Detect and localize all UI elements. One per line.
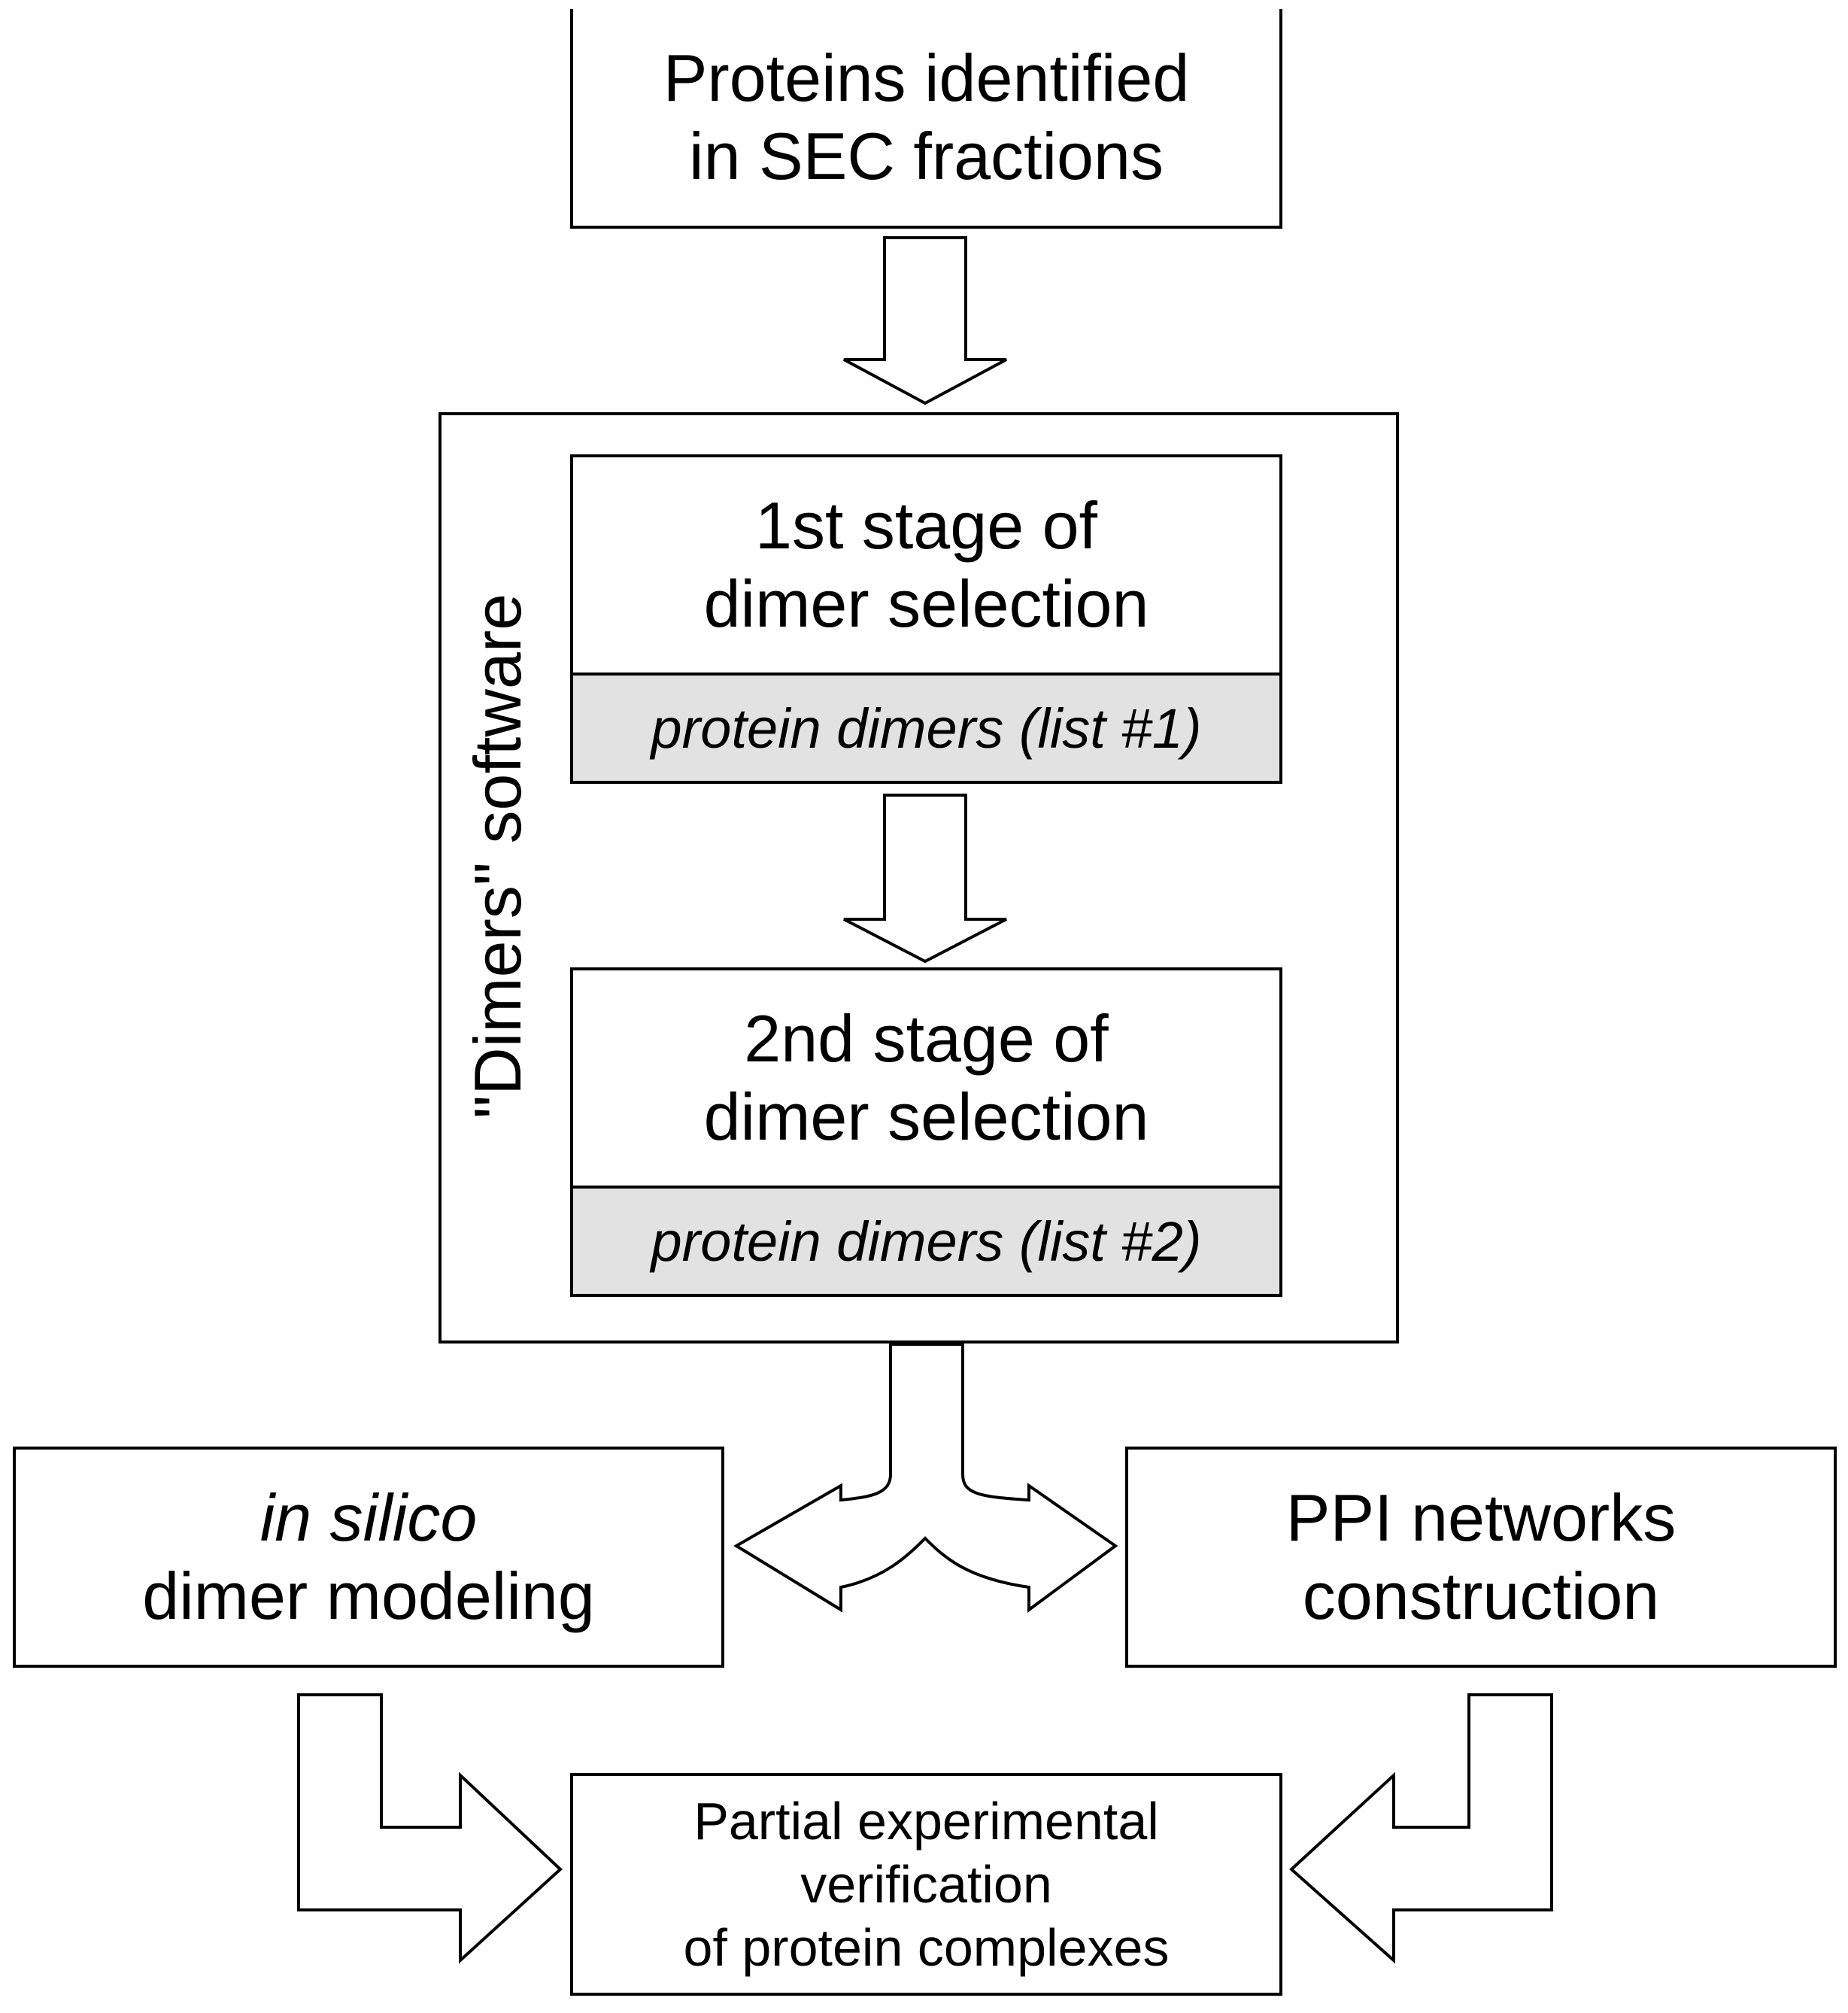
stage2-line-2: dimer selection [703,1079,1149,1154]
verify-line-2: verification [800,1855,1052,1914]
dimers-software-label: "Dimers" software [460,593,535,1119]
stage1-line-2: dimer selection [703,566,1149,641]
ppi-box: PPI networks construction [1125,1447,1837,1668]
ppi-line-1: PPI networks [1285,1480,1677,1555]
ppi-line-2: construction [1302,1559,1660,1633]
stage1-line-1: 1st stage of [755,488,1097,563]
modeling-line-2: dimer modeling [142,1559,595,1633]
sec-line-1: Proteins identified [663,41,1190,115]
arrow-ppi-to-verify [1289,1693,1553,1964]
arrow-modeling-to-verify [297,1693,563,1964]
stage2-line-1: 2nd stage of [744,1001,1109,1076]
verify-line-3: of protein complexes [683,1918,1170,1977]
stage1-output: protein dimers (list #1) [573,673,1279,781]
stage1-box: 1st stage of dimer selection protein dim… [570,454,1282,784]
arrow-stage1-to-stage2 [843,794,1007,964]
stage2-output: protein dimers (list #2) [573,1186,1279,1294]
dimers-software-container [438,412,1399,1344]
arrow-sec-to-software [843,236,1007,405]
stage2-box: 2nd stage of dimer selection protein dim… [570,967,1282,1297]
verify-line-1: Partial experimental [693,1792,1159,1851]
sec-line-2: in SEC fractions [689,119,1164,193]
sec-fractions-box: Proteins identified in SEC fractions [570,9,1282,229]
modeling-box: in silico dimer modeling [13,1447,724,1668]
arrow-software-split [733,1343,1118,1613]
verification-box: Partial experimental verification of pro… [570,1773,1282,1996]
modeling-line-1: in silico [259,1480,478,1555]
